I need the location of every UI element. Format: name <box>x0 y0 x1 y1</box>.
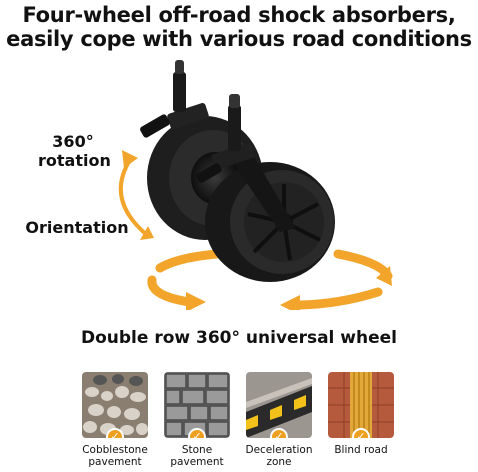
tactile-paving-caption-line-1: Blind road <box>334 444 388 456</box>
caster-wheel-front <box>196 94 335 282</box>
cobblestone-icon <box>82 372 148 438</box>
stone-pavement-icon <box>164 372 230 438</box>
stone-pavement-caption-line-2: pavement <box>170 456 224 468</box>
speed-bump-check-icon: ✓ <box>270 428 288 438</box>
rotation-label-line-2: rotation <box>38 151 111 170</box>
headline-line-1: Four-wheel off-road shock absorbers, <box>22 3 456 27</box>
tactile-paving-icon <box>328 372 394 438</box>
speed-bump-caption-line-2: zone <box>266 456 292 468</box>
cobblestone-tile: ✓ <box>82 372 148 438</box>
cobblestone-caption: Cobblestone pavement <box>70 444 160 468</box>
orientation-arrow <box>118 150 154 240</box>
headline-line-2: easily cope with various road conditions <box>6 27 472 51</box>
tactile-paving-tile: ✓ <box>328 372 394 438</box>
stone-pavement-tile: ✓ <box>164 372 230 438</box>
speed-bump-tile: ✓ <box>246 372 312 438</box>
rotation-label-line-1: 360° <box>52 132 94 151</box>
speed-bump-caption-line-1: Deceleration <box>245 444 313 456</box>
stone-pavement-caption-line-1: Stone <box>181 444 213 456</box>
stone-pavement-caption: Stone pavement <box>152 444 242 468</box>
tactile-paving-check-icon: ✓ <box>352 428 370 438</box>
rotation-label: 360° rotation <box>38 132 111 170</box>
orientation-label: Orientation <box>25 218 129 237</box>
stone-pavement-check-icon: ✓ <box>188 428 206 438</box>
section-subtitle: Double row 360° universal wheel <box>81 328 397 348</box>
speed-bump-icon <box>246 372 312 438</box>
wheel-illustration <box>118 60 393 310</box>
cobblestone-caption-line-1: Cobblestone <box>82 444 148 456</box>
cobblestone-check-icon: ✓ <box>106 428 124 438</box>
tactile-paving-caption: Blind road <box>316 444 406 456</box>
cobblestone-caption-line-2: pavement <box>88 456 142 468</box>
speed-bump-caption: Deceleration zone <box>234 444 324 468</box>
